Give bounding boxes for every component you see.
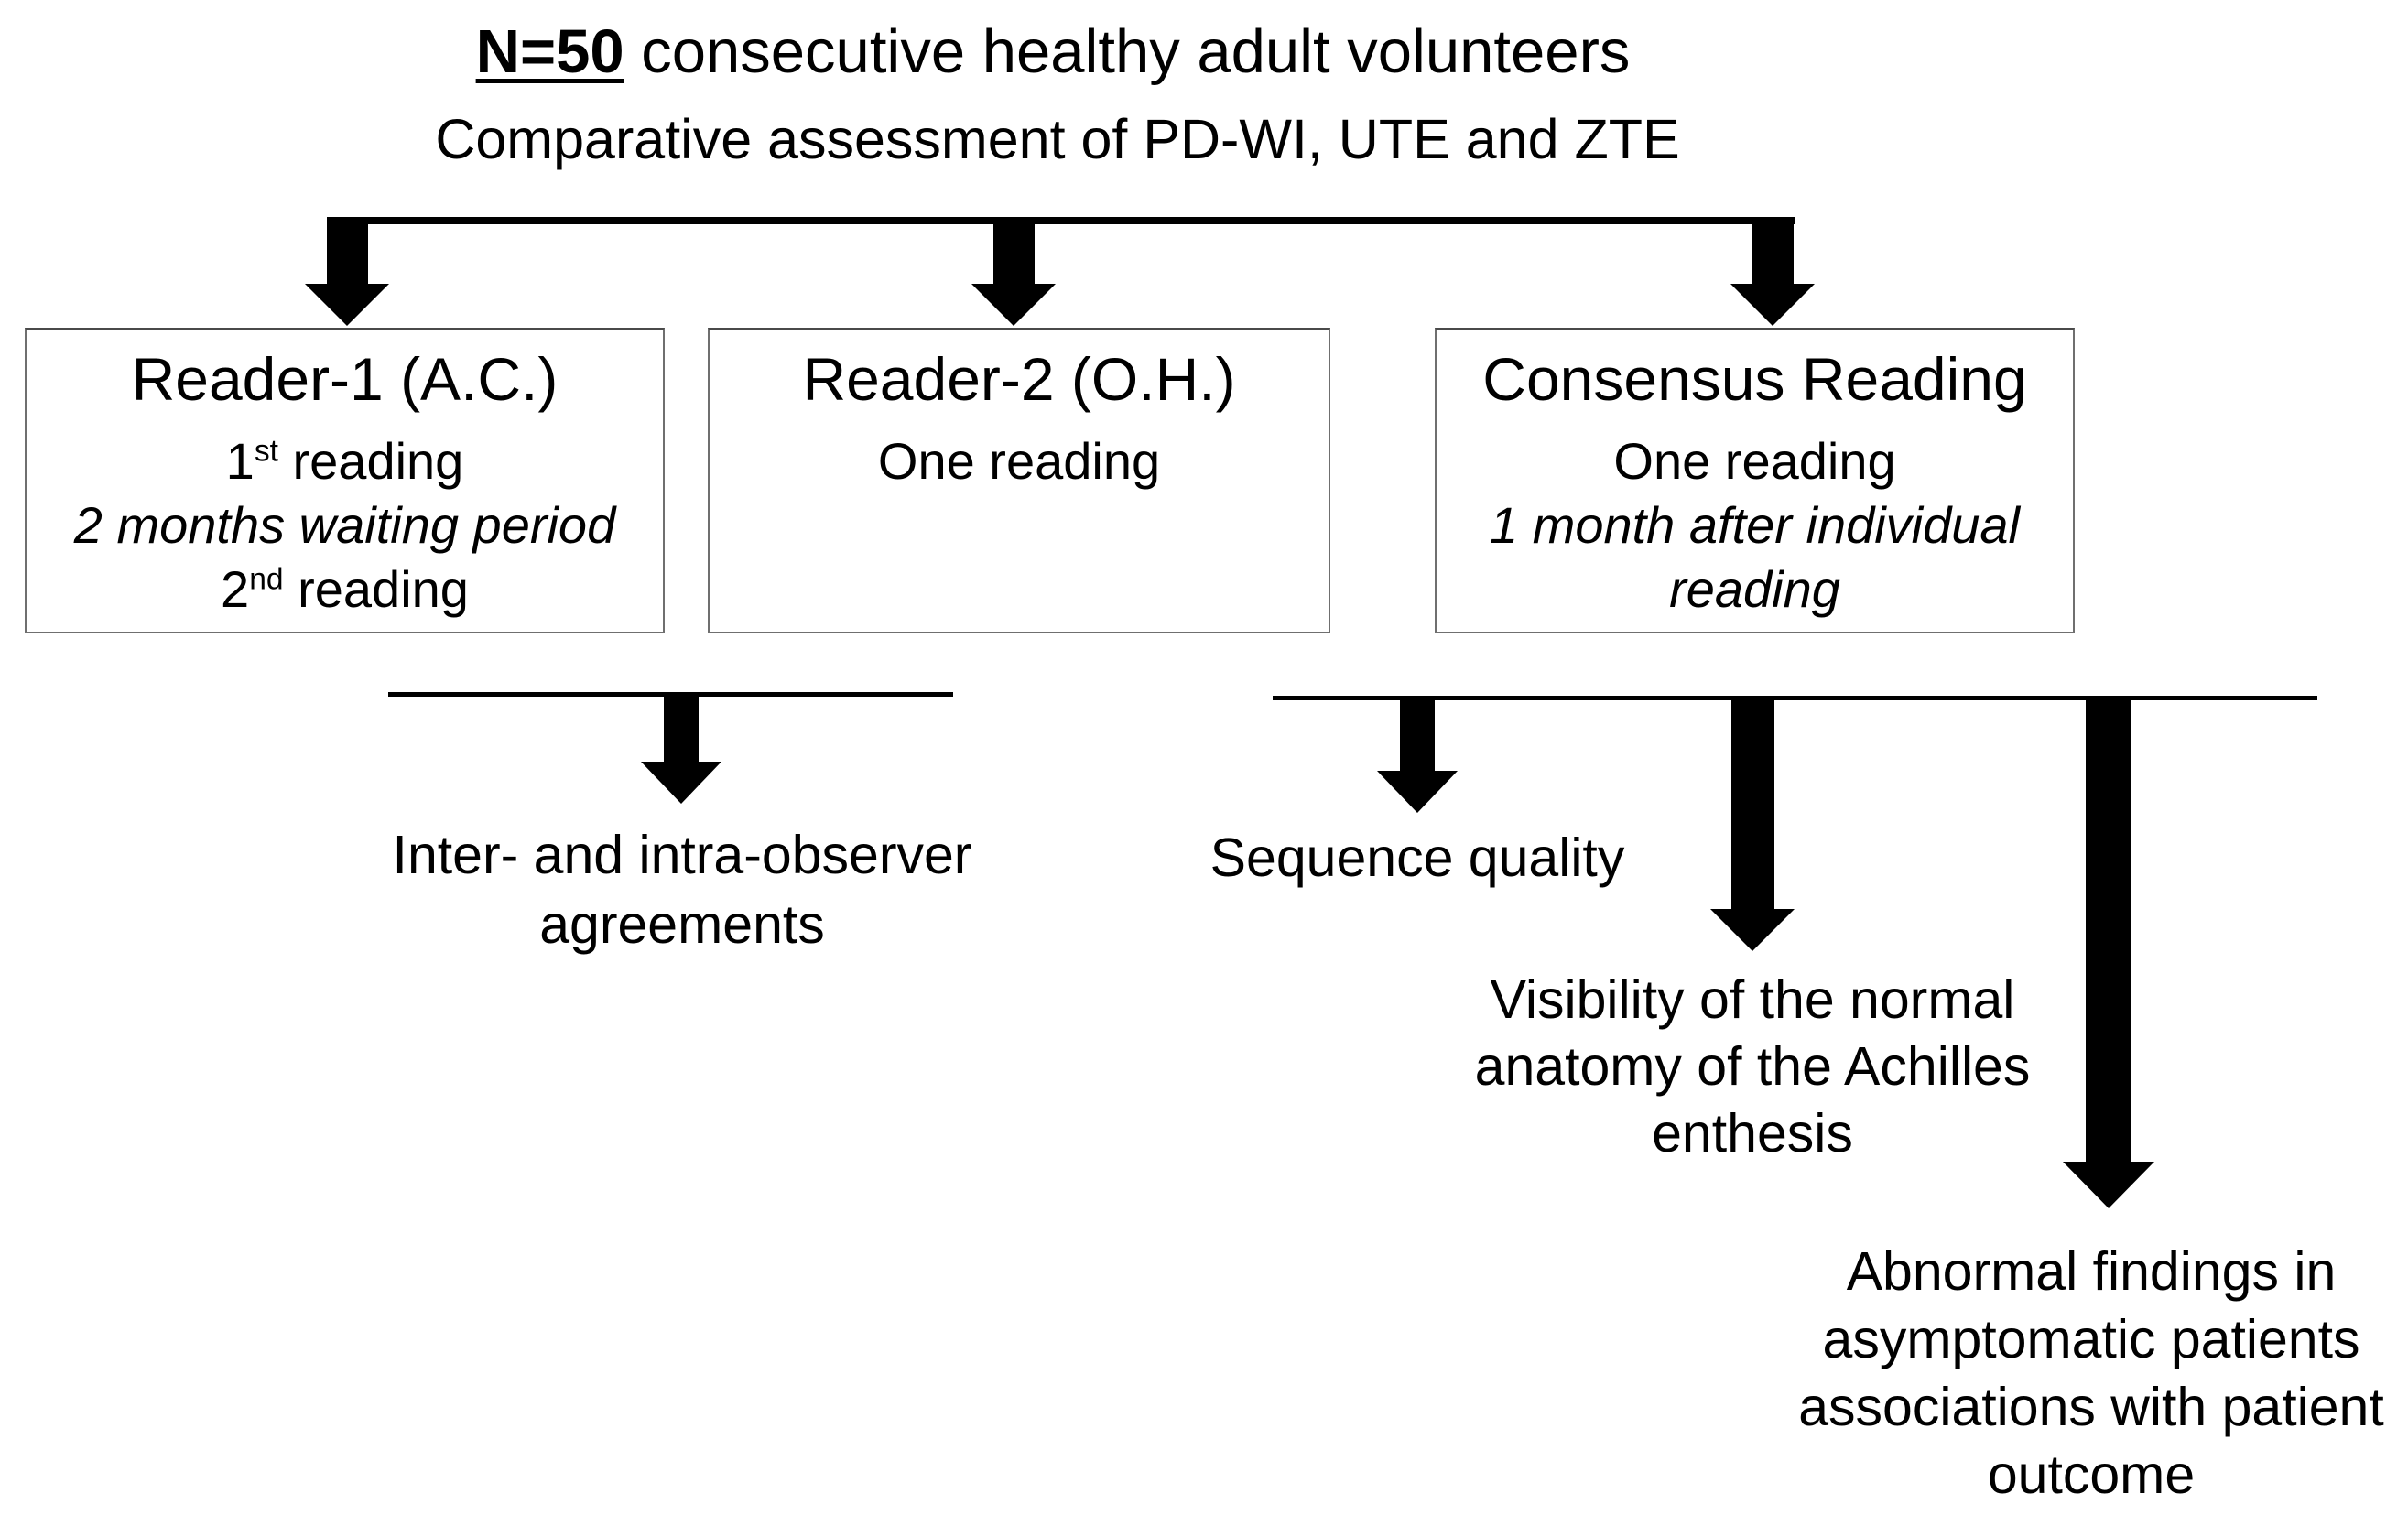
outcome-visibility-line-3: enthesis: [1652, 1103, 1853, 1163]
arrow-stem: [1752, 217, 1794, 284]
consensus-box-title: Consensus Reading: [1482, 345, 2027, 413]
arrow-to-reader1-icon: [305, 217, 389, 329]
arrow-stem: [1400, 696, 1435, 771]
arrow-head: [1710, 909, 1795, 954]
arrow-to-reader2-icon: [971, 217, 1056, 329]
consensus-box-body: One reading 1 month after individual rea…: [1437, 429, 2073, 622]
arrow-head: [1377, 771, 1458, 816]
arrow-stem: [1730, 696, 1774, 909]
population-description: consecutive healthy adult volunteers: [624, 17, 1631, 86]
arrow-head: [2063, 1162, 2154, 1211]
reader1-box-title: Reader-1 (A.C.): [131, 345, 559, 413]
population-count: N=50: [475, 17, 624, 86]
top-branch-line: [330, 217, 1795, 224]
arrow-head: [971, 284, 1056, 329]
outcome-abnormal-findings: Abnormal findings in asymptomatic patien…: [1769, 1238, 2408, 1509]
arrow-head: [305, 284, 389, 329]
reader2-box: Reader-2 (O.H.) One reading: [708, 328, 1330, 633]
reader1-line-1: 1st reading: [225, 432, 464, 490]
arrow-to-abnormal-findings-icon: [2063, 696, 2154, 1211]
arrow-stem: [992, 217, 1035, 284]
outcome-visibility-line-2: anatomy of the Achilles: [1474, 1036, 2031, 1097]
outcome-sequence-quality: Sequence quality: [1051, 824, 1784, 892]
arrow-stem: [2086, 696, 2131, 1162]
outcome-agreements: Inter- and intra-observer agreements: [270, 820, 1094, 959]
outcome-agreements-line-2: agreements: [539, 894, 825, 955]
arrow-to-agreements-icon: [641, 692, 721, 806]
page-subtitle: Comparative assessment of PD-WI, UTE and…: [435, 108, 1680, 170]
outcome-abnormal-findings-line-1: Abnormal findings in: [1846, 1241, 2337, 1302]
arrow-head: [1730, 284, 1815, 329]
reader1-line-2: 2 months waiting period: [73, 496, 616, 554]
reader2-line-1: One reading: [877, 432, 1161, 490]
arrow-stem: [326, 217, 368, 284]
arrow-to-consensus-icon: [1730, 217, 1815, 329]
arrow-head: [641, 762, 721, 806]
arrow-to-visibility-icon: [1710, 696, 1795, 954]
outcome-abnormal-findings-line-3: associations with patient: [1798, 1377, 2384, 1437]
reader1-box: Reader-1 (A.C.) 1st reading 2 months wai…: [25, 328, 665, 633]
outcome-visibility: Visibility of the normal anatomy of the …: [1386, 967, 2119, 1167]
consensus-outcome-line: [1273, 696, 2317, 700]
outcome-abnormal-findings-line-4: outcome: [1987, 1445, 2196, 1505]
reader2-box-body: One reading: [710, 429, 1329, 493]
reader2-box-title: Reader-2 (O.H.): [802, 345, 1236, 413]
arrow-stem: [664, 692, 699, 762]
outcome-visibility-line-1: Visibility of the normal: [1490, 969, 2015, 1030]
outcome-agreements-line-1: Inter- and intra-observer: [392, 825, 972, 885]
outcome-sequence-quality-line-1: Sequence quality: [1209, 828, 1625, 888]
outcome-abnormal-findings-line-2: asymptomatic patients: [1822, 1309, 2360, 1369]
reader1-line-3: 2nd reading: [221, 560, 469, 618]
consensus-line-2: 1 month after individual: [1489, 496, 2020, 554]
consensus-box: Consensus Reading One reading 1 month af…: [1435, 328, 2075, 633]
reader1-box-body: 1st reading 2 months waiting period 2nd …: [27, 429, 663, 622]
consensus-line-3: reading: [1669, 560, 1840, 618]
consensus-line-1: One reading: [1613, 432, 1896, 490]
arrow-to-sequence-quality-icon: [1377, 696, 1458, 816]
page-title: N=50 consecutive healthy adult volunteer…: [0, 16, 2106, 88]
